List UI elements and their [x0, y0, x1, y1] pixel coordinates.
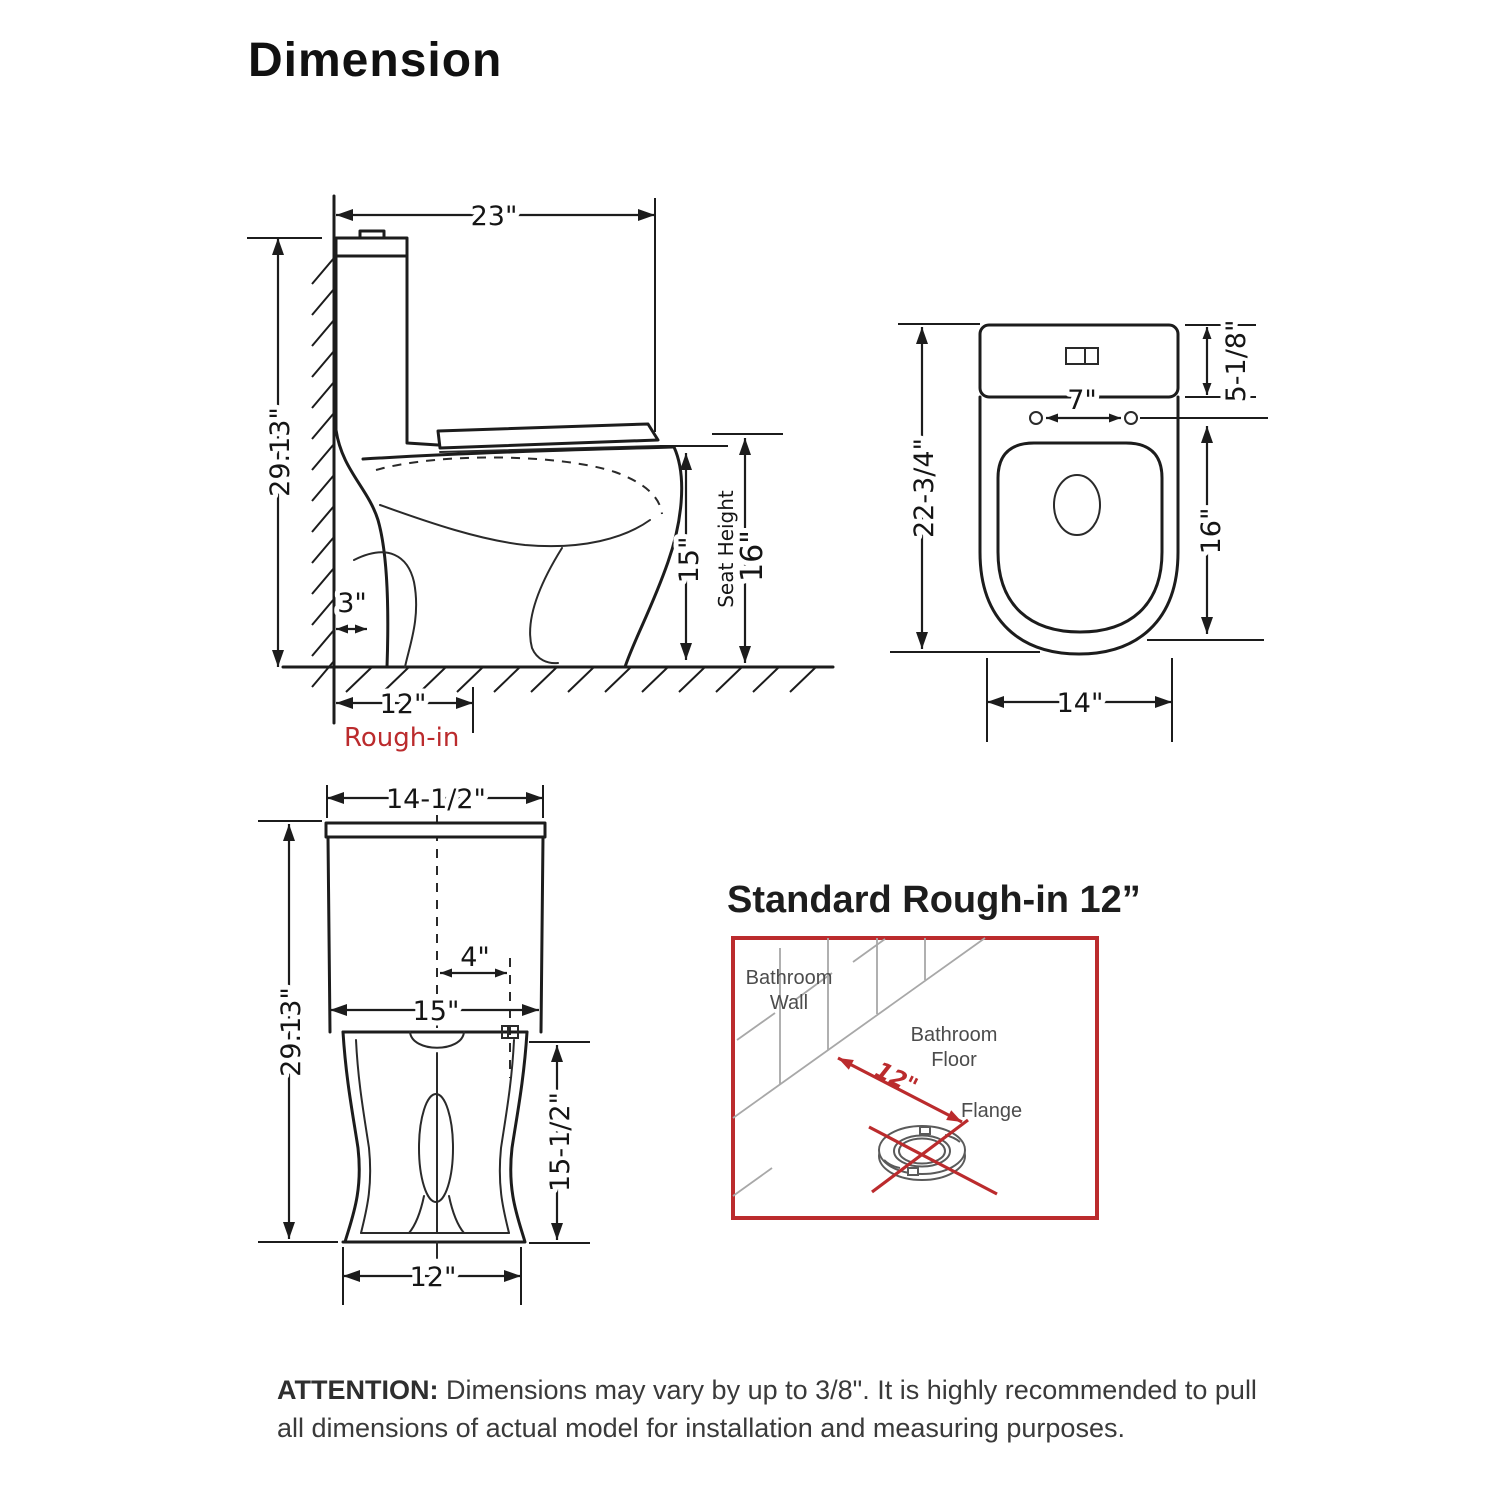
bathroom-wall-label-2: Wall	[770, 992, 808, 1014]
rough-in-text: Rough-in	[344, 723, 459, 753]
rough-in-arrow	[837, 1056, 963, 1124]
dim-1412-label: 14-1/2"	[386, 784, 486, 815]
dim-1512-label: 15-1/2"	[545, 1092, 576, 1192]
tank-lid-front	[324, 821, 547, 839]
top-view: 7" 22-3/4" 5-1/8" 16" 14"	[890, 315, 1268, 742]
trap-flare-left	[408, 1195, 425, 1234]
back-profile	[334, 254, 390, 669]
seat-height-value: 16"	[735, 530, 770, 582]
attention-note: ATTENTION: Dimensions may vary by up to …	[277, 1375, 1257, 1443]
bathroom-floor-label-2: Floor	[931, 1049, 977, 1071]
tank-top	[978, 323, 1180, 399]
seat-front-bump	[409, 1031, 465, 1049]
seat-outline-top	[996, 441, 1164, 634]
seat-lid-side	[436, 422, 660, 450]
bathroom-wall-label-1: Bathroom	[746, 967, 833, 989]
tank-right-edge	[405, 254, 440, 447]
bowl-inner-right	[498, 1039, 515, 1234]
flange-label: Flange	[961, 1100, 1022, 1122]
flange-slot-bottom	[907, 1167, 919, 1176]
front-view: 14-1/2" 29.13" 4" 15" 15-1/2" 12"	[258, 779, 590, 1305]
tank-lid-side	[334, 236, 409, 258]
seat-height-label: Seat Height	[714, 490, 738, 608]
dim-2234-label: 22-3/4"	[909, 438, 940, 538]
flange-slot-top	[919, 1126, 931, 1135]
bolt-right	[1124, 411, 1138, 425]
trap-flare-right	[448, 1195, 465, 1234]
dim-7-label: 7"	[1067, 385, 1097, 416]
dim-3-label: 3"	[337, 588, 367, 619]
dim-roughin-label: 12"	[380, 689, 427, 720]
attention-line1-rest: Dimensions may vary by up to 3/8". It is…	[438, 1375, 1256, 1405]
attention-line-1: ATTENTION: Dimensions may vary by up to …	[277, 1375, 1257, 1405]
tank-left-front	[326, 835, 332, 1034]
wall-floor-boundary	[732, 937, 986, 1119]
bathroom-floor-label-1: Bathroom	[911, 1024, 998, 1046]
wall-tile-verticals	[779, 938, 926, 1084]
dim-14-label: 14"	[1057, 688, 1104, 719]
dim-518-label: 5-1/8"	[1221, 320, 1252, 403]
dim-12-front-label: 12"	[410, 1262, 457, 1293]
floor-hatching	[345, 666, 817, 693]
bowl-rim-line	[361, 445, 676, 461]
trapway-oval	[418, 1093, 454, 1203]
wall-tile-diagonals	[736, 938, 886, 1041]
rough-in-diagram: Standard Rough-in 12” Bathroom Wall Bath…	[727, 879, 1141, 1220]
dim-16-label: 16"	[1196, 508, 1227, 555]
dim-2913-label: 29.13"	[265, 407, 296, 497]
flange-slot-left	[883, 1159, 901, 1169]
bowl-outer-left	[341, 1030, 361, 1244]
attention-line-2: all dimensions of actual model for insta…	[277, 1413, 1125, 1443]
bolt-left	[1029, 411, 1043, 425]
rough-in-title: Standard Rough-in 12”	[727, 879, 1141, 921]
side-button-front	[501, 1025, 519, 1039]
dim-15-front-label: 15"	[413, 996, 460, 1027]
dim-4-label: 4"	[460, 942, 490, 973]
flush-button-top	[1065, 347, 1099, 365]
cross-line-1	[868, 1125, 998, 1196]
glaze-curve-2	[529, 547, 563, 665]
bowl-outer-right	[509, 1030, 529, 1244]
attention-label: ATTENTION:	[277, 1375, 438, 1405]
wall-hatching	[311, 257, 335, 688]
floor-edge-line	[732, 1167, 773, 1197]
bowl-inner-left	[355, 1039, 372, 1234]
dim-2913-front-label: 29.13"	[276, 987, 307, 1077]
bowl-outline-top	[978, 395, 1180, 656]
tank-right-front	[539, 835, 545, 1034]
hidden-rim-dashed	[375, 456, 663, 515]
seat-hinge-hole	[1053, 474, 1101, 536]
page-title: Dimension	[248, 34, 502, 87]
side-view: 23" 29.13" 3" 15" Seat Height 16" 12" Ro…	[247, 194, 835, 753]
trapway-curve	[353, 551, 418, 668]
dim-15-label: 15"	[674, 537, 705, 584]
dim-23-label: 23"	[471, 201, 518, 232]
cross-line-2	[871, 1118, 969, 1194]
glaze-curve-1	[379, 504, 651, 548]
